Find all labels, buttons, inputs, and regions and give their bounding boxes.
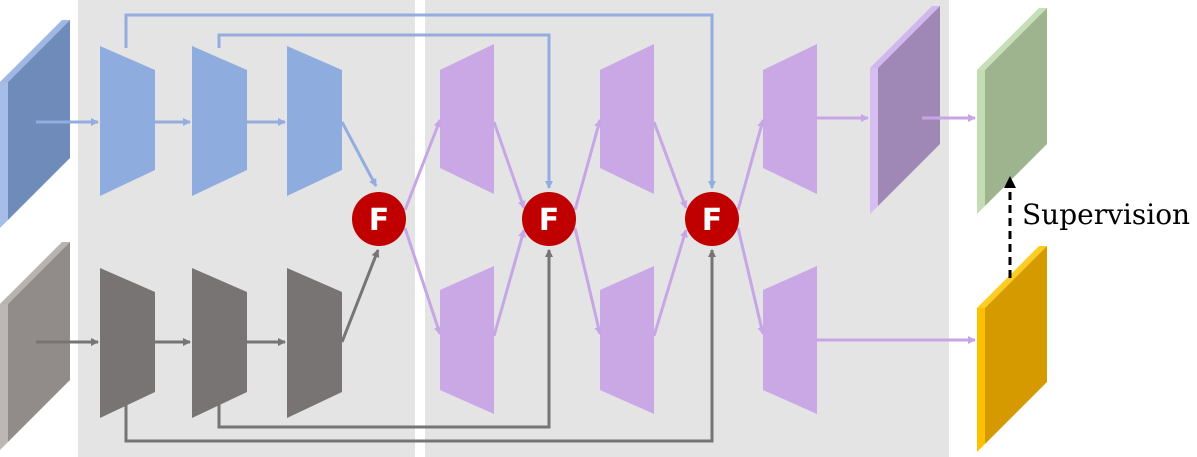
skip-rgb-enc1-to-fusion3: [124, 13, 716, 189]
input-slab-depth: [0, 242, 70, 450]
fusion-label: F: [369, 203, 390, 238]
arrow-fusion2-to-dec-bottom2: [573, 227, 603, 335]
decoder-block-top-3: [763, 44, 817, 194]
encoder-block-depth-3: [287, 268, 342, 418]
fusion-node-2: F: [522, 192, 576, 246]
fusion-node-3: F: [685, 192, 739, 246]
decoder-block-top-2: [600, 44, 654, 194]
encoder-block-rgb-3: [287, 46, 342, 196]
arrow-enc3-to-fusion1-rgb: [340, 121, 378, 187]
decoder-block-bottom-3: [763, 266, 817, 414]
encoder-block-rgb-2: [192, 46, 247, 196]
arrow-dec-bottom2-to-fusion3: [652, 229, 688, 337]
decoder-block-bottom-2: [600, 266, 654, 414]
skip-depth-enc1-to-fusion3: [124, 249, 716, 443]
arrow-dec-top2-to-fusion3: [652, 121, 688, 209]
fusion-label: F: [702, 203, 723, 238]
supervision-label: Supervision: [1022, 198, 1190, 231]
decoder-block-bottom-1: [440, 266, 494, 414]
decoder-block-top-1: [440, 44, 494, 194]
encoder-block-depth-2: [192, 268, 247, 418]
arrow-fusion2-to-dec-top2: [573, 119, 602, 211]
skip-depth-enc2-to-fusion2: [217, 249, 553, 429]
arrow-enc3-to-fusion1-depth: [340, 249, 380, 343]
output-slab-orange: [977, 246, 1047, 452]
skip-rgb-enc2-to-fusion2: [217, 33, 553, 189]
encoder-block-depth-1: [100, 268, 155, 418]
encoder-block-rgb-1: [100, 46, 155, 196]
arrow-dec-top1-to-fusion2: [492, 121, 526, 209]
arrow-fusion3-to-dec-bottom3: [736, 227, 766, 335]
feature-slab-purple: [870, 6, 940, 214]
fusion-label: F: [539, 203, 560, 238]
arrow-fusion1-to-dec-bottom1: [403, 227, 442, 335]
arrow-fusion3-to-dec-top3: [736, 119, 765, 211]
fusion-node-1: F: [352, 192, 406, 246]
arrow-dec-bottom1-to-fusion2: [492, 229, 526, 337]
input-slab-rgb: [0, 20, 70, 228]
output-slab-green: [977, 8, 1047, 214]
arrow-fusion1-to-dec-top1: [403, 119, 442, 211]
